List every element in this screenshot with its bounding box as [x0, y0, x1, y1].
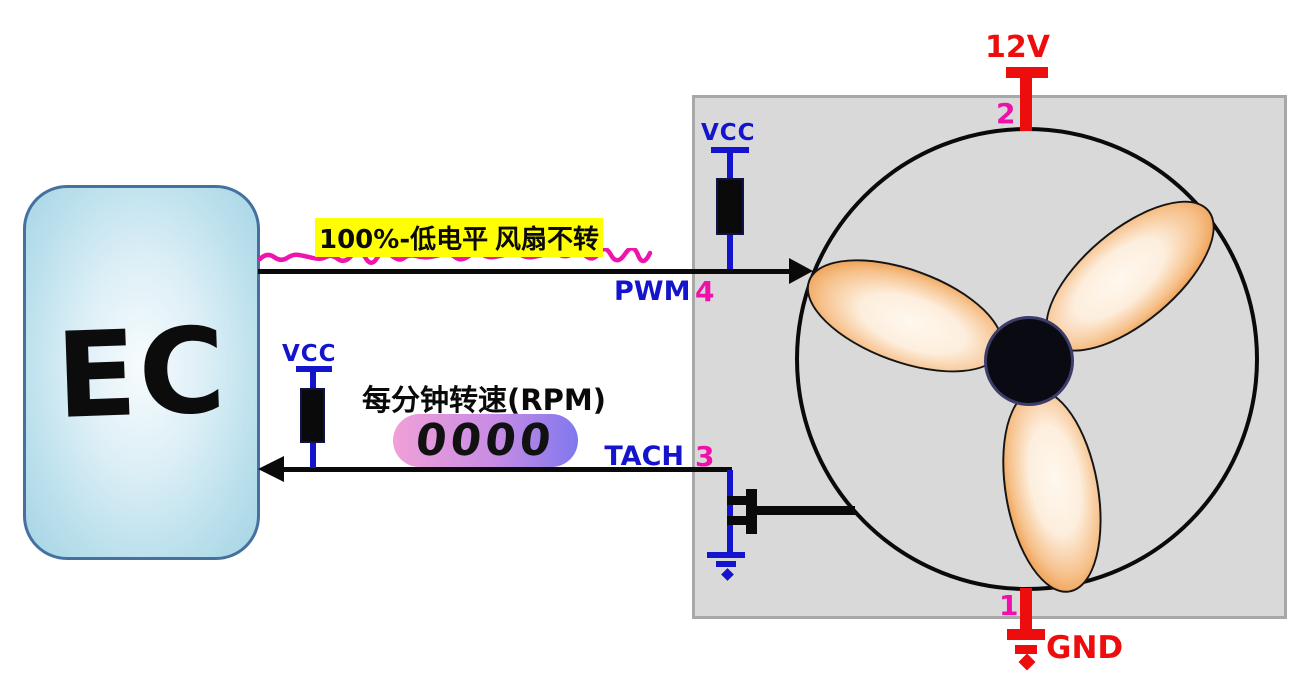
tach-arrowhead-icon — [258, 456, 284, 482]
vcc-label-ec: VCC — [282, 341, 337, 367]
note-pwm-duty: 100%-低电平 — [315, 218, 493, 257]
gnd-symbol-dot — [1018, 653, 1036, 671]
gnd-wire — [1020, 588, 1032, 631]
gnd-symbol-bar2 — [1015, 645, 1037, 654]
vcc-label-fan: VCC — [701, 120, 756, 146]
tach-gnd-bar2 — [716, 561, 736, 567]
rpm-value: 0000 — [413, 414, 558, 466]
rpm-display: 0000 — [393, 414, 578, 467]
rpm-title: 每分钟转速(RPM) — [362, 383, 606, 417]
transistor-stub-upper — [727, 496, 751, 505]
pin-4-label: 4 — [695, 275, 715, 308]
vcc-tbar-fan — [711, 147, 749, 153]
gnd-symbol-bar1 — [1007, 629, 1045, 640]
supply-12v-cap — [1006, 67, 1048, 78]
pullup-resistor-fan — [716, 178, 744, 235]
pullup-resistor-ec — [300, 388, 325, 443]
fan-hub — [984, 316, 1074, 406]
pwm-wire — [258, 269, 792, 274]
pin-2-label: 2 — [996, 97, 1016, 130]
note-fan-stop: 风扇不转 — [491, 218, 604, 257]
pin-1-label: 1 — [999, 589, 1019, 622]
supply-12v-label: 12V — [985, 30, 1050, 65]
ec-label: EC — [53, 300, 230, 445]
ec-box: EC — [23, 185, 260, 560]
pwm-label: PWM — [614, 276, 691, 307]
tach-gnd-bar1 — [707, 552, 745, 558]
supply-12v-wire — [1020, 76, 1032, 131]
pwm-arrowhead-icon — [789, 258, 813, 284]
vcc-tbar-ec — [296, 366, 332, 372]
transistor-drain-wire — [755, 506, 855, 515]
tach-transistor-gate-wire — [727, 470, 733, 555]
transistor-stub-lower — [727, 516, 751, 525]
tach-label: TACH — [604, 441, 684, 472]
gnd-label: GND — [1046, 630, 1124, 666]
pin-3-label: 3 — [695, 440, 715, 473]
tach-wire — [284, 467, 732, 472]
transistor-bar — [746, 489, 757, 534]
